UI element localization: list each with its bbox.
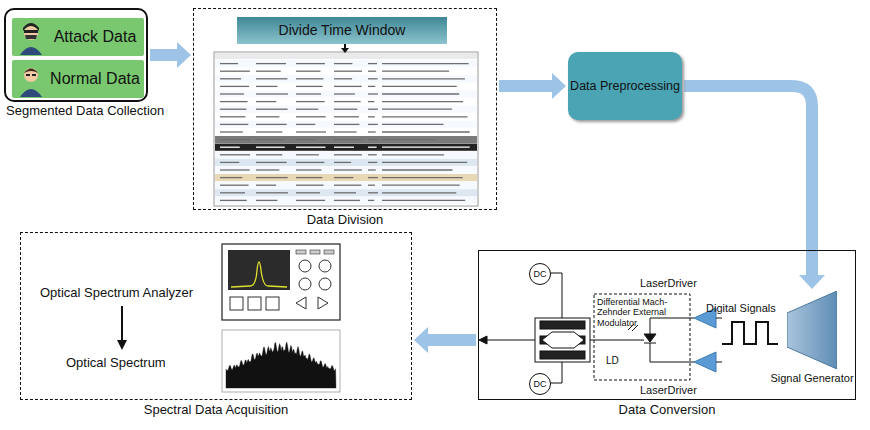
node-text: DC [534,269,547,279]
division-panel: Data DivisionDivide Time Window [193,8,497,210]
spectrum-analyzer [222,244,340,320]
panel-caption: Data Conversion [619,402,716,417]
panel-caption: Segmented Data Collection [6,103,164,118]
dc-source: DC [529,263,551,285]
small-arrow [341,43,349,53]
acquisition-panel: Spectral Data Acquisition [20,232,412,400]
device-label: Optical Spectrum Analyzer [40,286,193,301]
spectrum-plot [222,330,340,392]
driver-label: LaserDriver [640,384,697,397]
flow-connector [684,86,825,289]
node-text: DC [534,379,547,389]
flow-connector [499,73,566,99]
panel-caption: Spectral Data Acquisition [144,402,289,417]
arrow-head [414,327,428,353]
signal-generator: Signal Generator [787,291,837,369]
connector-line [150,49,177,61]
person-icon [16,19,46,55]
panel-caption: Signal Generator [770,372,853,384]
packet-table-screenshot [214,52,478,206]
ld-label: LD [606,355,619,367]
flow-connector [150,42,191,68]
flow-connector [414,327,476,353]
driver-label: LaserDriver [640,277,697,290]
connector-line [428,334,476,346]
flow-arrow [117,306,127,350]
trapezoid-shape [787,291,837,369]
person-icon [16,61,46,97]
arrow-head [177,42,191,68]
process-box: Data Preprocessing [568,52,682,120]
device-label: Optical Spectrum [66,356,166,371]
collection-panel: Segmented Data CollectionAttack DataNorm… [4,8,148,102]
conversion-panel: Data ConversionDCDCSignal Generator [478,250,856,400]
node-text: Attack Data [54,28,137,46]
node-text: Normal Data [50,70,140,88]
data-bar: Normal Data [12,60,144,98]
node-text: Divide Time Window [279,22,406,38]
signal-label: Digital Signals [706,302,776,315]
panel-caption: Data Division [307,212,384,227]
process-bar: Divide Time Window [237,17,447,44]
arrow-head [552,73,566,99]
node-text: Data Preprocessing [570,79,680,93]
data-bar: Attack Data [12,18,144,56]
modulator-label: Differential Mach-Zehnder External Modul… [597,297,689,328]
dc-source: DC [529,373,551,395]
arrow-head [799,275,825,289]
modulator-circuit [479,273,778,383]
connector-line [499,80,552,92]
connector-line [684,86,812,275]
